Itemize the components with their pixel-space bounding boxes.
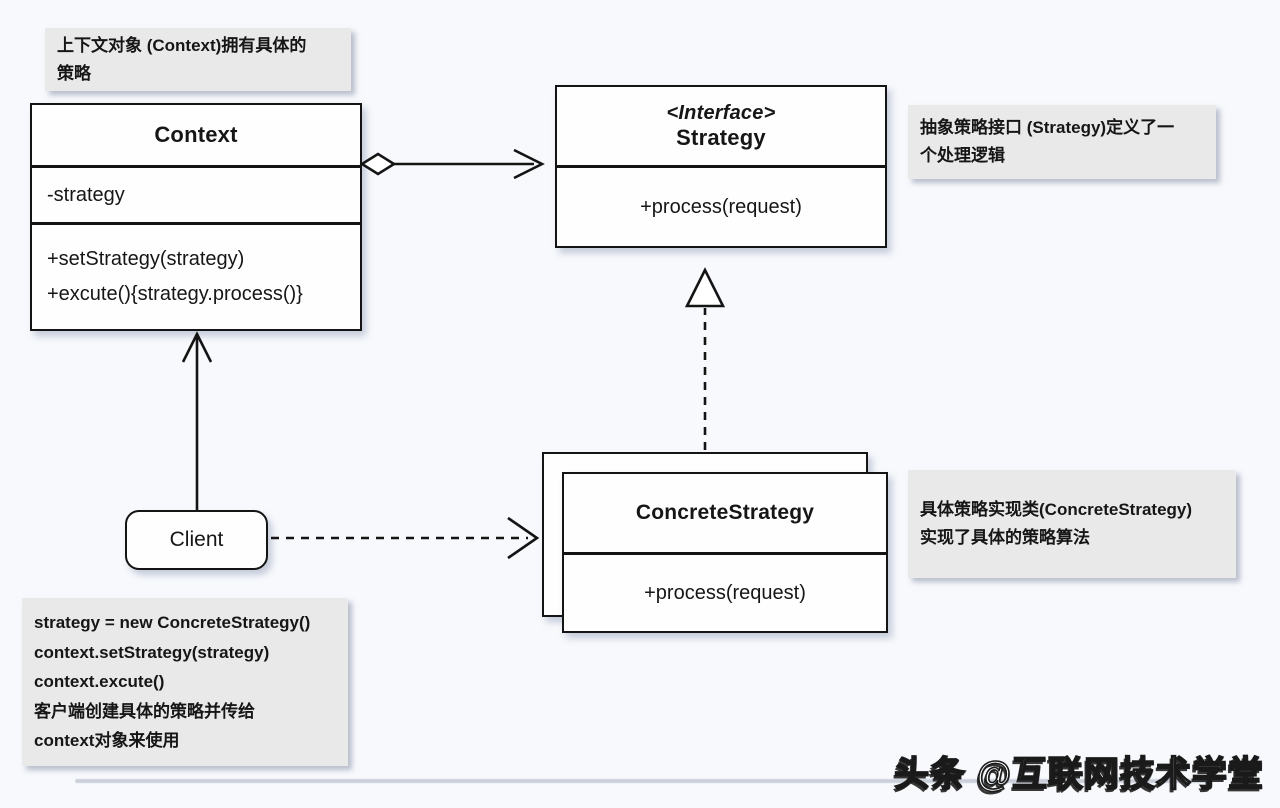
open-arrowhead-right-icon: [513, 148, 545, 180]
context-methods-compartment: +setStrategy(strategy) +excute(){strateg…: [32, 225, 360, 329]
context-method: +excute(){strategy.process()}: [47, 283, 303, 305]
context-class: Context -strategy +setStrategy(strategy)…: [30, 103, 362, 331]
open-arrowhead-up-icon: [181, 331, 213, 363]
note-line: strategy = new ConcreteStrategy(): [34, 613, 311, 633]
note-line: 抽象策略接口 (Strategy)定义了一: [920, 118, 1175, 137]
strategy-note: 抽象策略接口 (Strategy)定义了一 个处理逻辑: [908, 105, 1216, 179]
hollow-triangle-arrowhead-icon: [684, 267, 726, 308]
strategy-class-title: <Interface> Strategy: [557, 87, 885, 165]
strategy-method: +process(request): [640, 195, 802, 218]
concrete-strategy-class: ConcreteStrategy +process(request): [562, 472, 888, 633]
note-line: context对象来使用: [34, 731, 180, 751]
note-line: 实现了具体的策略算法: [920, 528, 1090, 547]
concrete-strategy-title: ConcreteStrategy: [635, 501, 815, 524]
client-concrete-connector: [271, 516, 540, 560]
note-line: context.setStrategy(strategy): [34, 642, 270, 662]
realization-connector: [684, 267, 726, 450]
context-class-title: Context: [154, 122, 238, 147]
concrete-strategy-note: 具体策略实现类(ConcreteStrategy) 实现了具体的策略算法: [908, 470, 1236, 578]
client-context-connector: [181, 331, 213, 510]
interface-stereotype: <Interface>: [666, 101, 776, 124]
note-line: 个处理逻辑: [920, 146, 1005, 165]
aggregation-connector: [359, 148, 545, 180]
note-line: 上下文对象 (Context)拥有具体的: [57, 35, 307, 55]
note-line: 客户端创建具体的策略并传给: [34, 701, 255, 721]
concrete-method: +process(request): [644, 581, 806, 604]
client-label: Client: [169, 528, 224, 551]
open-arrowhead-right2-icon: [507, 516, 540, 560]
context-note: 上下文对象 (Context)拥有具体的 策略: [45, 28, 351, 91]
bottom-divider-bar: [75, 779, 1208, 783]
strategy-methods-compartment: +process(request): [557, 165, 885, 246]
note-line: 具体策略实现类(ConcreteStrategy): [920, 500, 1193, 519]
client-box: Client: [125, 510, 268, 570]
strategy-class-name: Strategy: [676, 124, 766, 150]
watermark: 头条 @互联网技术学堂: [893, 754, 1264, 795]
note-line: context.excute(): [34, 672, 165, 692]
note-line: 策略: [57, 63, 91, 83]
context-method: +setStrategy(strategy): [47, 248, 245, 270]
concrete-methods-compartment: +process(request): [564, 552, 886, 631]
context-attribute: -strategy: [32, 165, 360, 225]
aggregation-diamond-icon: [359, 152, 397, 176]
client-code-note: strategy = new ConcreteStrategy() contex…: [22, 598, 348, 766]
strategy-interface-class: <Interface> Strategy +process(request): [555, 85, 887, 248]
